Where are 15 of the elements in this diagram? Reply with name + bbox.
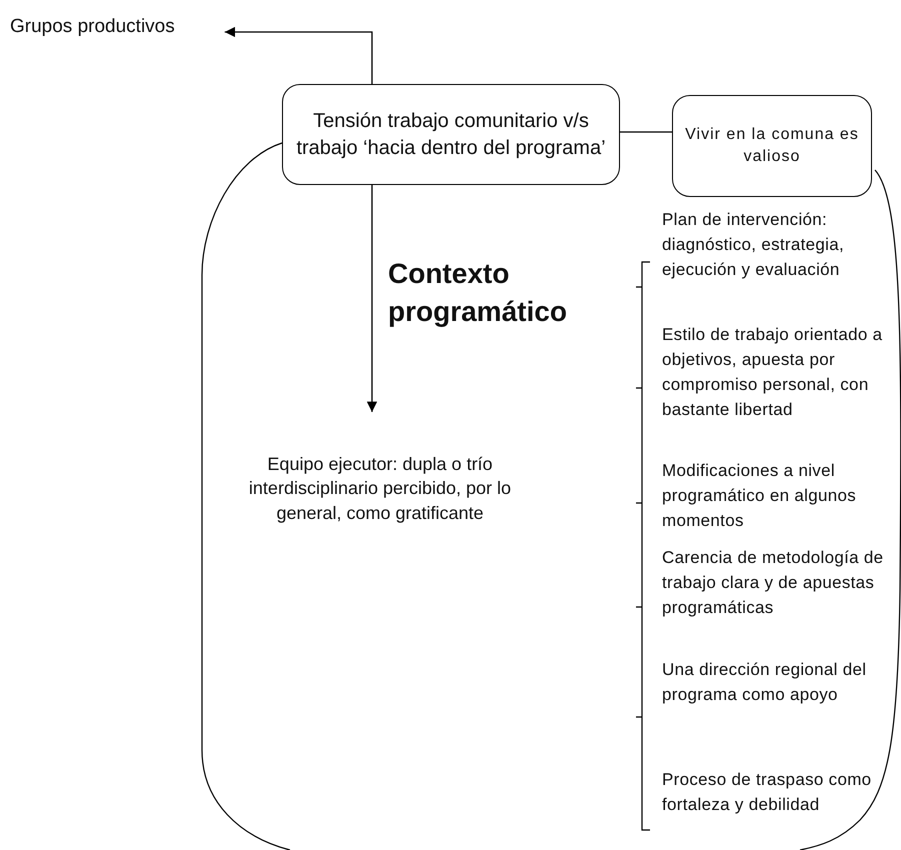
list-item-text: Modificaciones a nivel programático en algunos momentos xyxy=(662,460,858,532)
list-item-text: Estilo de trabajo orientado a objetivos, apuesta por compromiso personal, con bastante libertad xyxy=(662,324,884,421)
connector-line xyxy=(620,131,672,133)
arrow xyxy=(224,26,373,84)
section-title: Contexto programático xyxy=(388,257,568,329)
process-box: Tensión trabajo comunitario v/s trabajo ‘hacia dentro del programa’ xyxy=(282,84,620,185)
list-item-text: Carencia de metodología de trabajo clara y de apuestas programáticas xyxy=(662,547,884,619)
label-text: Grupos productivos xyxy=(10,14,175,40)
process-box: Vivir en la comuna es valioso xyxy=(672,95,872,197)
arrow xyxy=(366,185,378,412)
list-item-text: Proceso de traspaso como fortaleza y debilidad xyxy=(662,769,872,816)
context-outline xyxy=(200,140,901,850)
description-text: Equipo ejecutor: dupla o trío interdisciplinario percibido, por lo general, como gratificante xyxy=(245,452,515,525)
list-item-text: Plan de intervención: diagnóstico, estrategia, ejecución y evaluación xyxy=(662,209,846,281)
list-item-text: Una dirección regional del programa como apoyo xyxy=(662,659,868,706)
